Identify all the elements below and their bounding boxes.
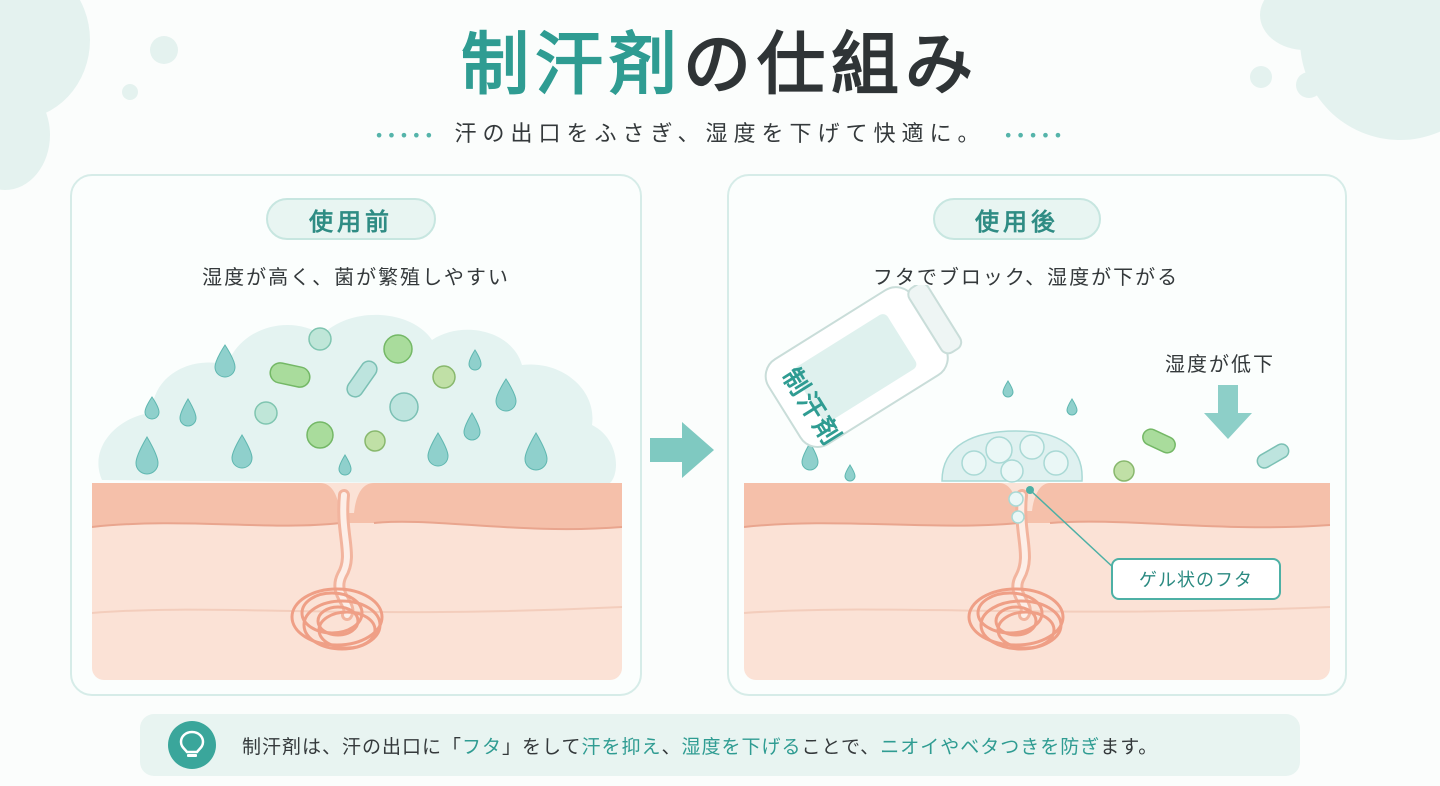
lightbulb-icon — [168, 721, 216, 769]
skin-layer — [744, 483, 1330, 680]
arrow-down-icon — [1204, 385, 1252, 439]
summary-highlight: フタ — [462, 735, 503, 758]
summary-part: ことで、 — [801, 735, 881, 758]
summary-part: 制汗剤は、汗の出口に「 — [242, 735, 463, 758]
summary-part: ます。 — [1100, 735, 1159, 758]
gel-cap-label: ゲル状のフタ — [1111, 558, 1281, 600]
summary-part: 」をして — [502, 735, 582, 758]
title-rest: の仕組み — [683, 26, 980, 105]
sweat-gland — [290, 587, 384, 651]
humidity-cloud — [98, 314, 617, 485]
before-illustration — [92, 314, 622, 680]
antiperspirant-bottle — [764, 285, 963, 448]
gel-plug — [941, 430, 1083, 524]
dots-left-icon: ••••• — [374, 125, 437, 145]
skin-surface — [744, 483, 1330, 528]
skin-layer — [92, 483, 622, 680]
summary-bar: 制汗剤は、汗の出口に「フタ」をして汗を抑え、湿度を下げることで、ニオイやベタつき… — [140, 714, 1300, 776]
bacteria — [254, 327, 456, 452]
sweat-gland — [967, 587, 1065, 651]
title-accent: 制汗剤 — [460, 26, 683, 105]
before-label: 使用前 — [266, 198, 436, 240]
after-label: 使用後 — [933, 198, 1101, 240]
summary-text: 制汗剤は、汗の出口に「フタ」をして汗を抑え、湿度を下げることで、ニオイやベタつき… — [242, 732, 1158, 759]
sweat-droplets — [135, 344, 548, 476]
humidity-label: 湿度が低下 — [1165, 352, 1275, 376]
decor-dot — [122, 84, 138, 100]
sweat-droplets — [801, 380, 1078, 482]
decor-dot — [150, 36, 178, 64]
skin-surface — [92, 483, 622, 530]
summary-part: 、 — [661, 735, 682, 758]
decor-dot — [1296, 72, 1322, 98]
arrow-right-icon — [650, 422, 714, 478]
page-subtitle: ••••• 汗の出口をふさぎ、湿度を下げて快適に。 ••••• — [0, 116, 1440, 148]
summary-highlight: 湿度を下げる — [681, 735, 802, 758]
after-illustration — [744, 285, 1330, 680]
dots-right-icon: ••••• — [1003, 125, 1066, 145]
decor-dot — [1250, 66, 1272, 88]
subtitle-text: 汗の出口をふさぎ、湿度を下げて快適に。 — [454, 122, 986, 147]
summary-highlight: 汗を抑え — [581, 735, 662, 758]
summary-highlight: ニオイやベタつきを防ぎ — [880, 735, 1101, 758]
bacteria — [1113, 428, 1290, 482]
page-title: 制汗剤の仕組み — [0, 26, 1440, 106]
before-description: 湿度が高く、菌が繁殖しやすい — [202, 265, 510, 289]
